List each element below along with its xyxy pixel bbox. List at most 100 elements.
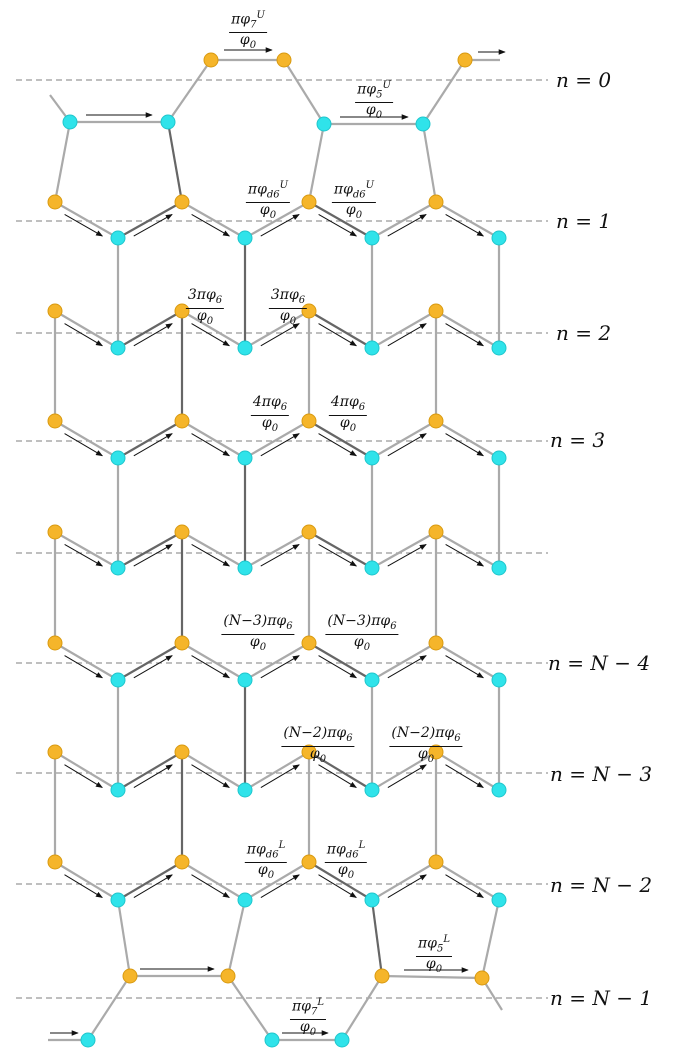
bond-zigzag-11 [308,310,373,349]
bond-top-82 [421,123,438,203]
orange-node-58 [457,52,473,68]
row-label-nN1: n = N − 1 [550,986,653,1010]
cyan-node-51 [237,892,253,908]
cyan-node-53 [364,892,380,908]
current-arrow-33 [387,655,427,679]
orange-node-36 [301,635,317,651]
current-arrow-14 [64,433,103,457]
current-arrow-2 [191,213,231,237]
bond-bottom-87 [227,975,273,1041]
row-label-nN3: n = N − 3 [550,762,653,786]
orange-node-10 [174,303,190,319]
current-arrow-42 [64,874,103,898]
bond-top-81 [307,123,326,203]
bond-zigzag-7 [54,310,119,349]
cyan-node-60 [160,114,176,130]
current-arrow-17 [260,433,300,457]
bond-bottom-88 [341,975,383,1041]
orange-node-38 [428,635,444,651]
cyan-node-35 [237,672,253,688]
bond-zigzag-34 [435,642,500,681]
cyan-node-69 [334,1032,350,1048]
current-arrow-41 [445,764,484,788]
bond-zigzag-27 [435,531,500,569]
current-arrow-37 [191,764,230,788]
orange-node-0 [47,194,63,210]
bond-top-80 [166,121,184,203]
orange-node-20 [301,413,317,429]
current-arrow-0 [64,213,104,237]
cyan-node-11 [237,340,253,356]
orange-node-46 [428,744,444,760]
cyan-node-68 [264,1032,280,1048]
row-label-nN4: n = N − 4 [548,651,651,675]
cyan-node-47 [491,782,507,798]
bond-zigzag-38 [244,751,310,791]
row-label-n0: n = 0 [556,68,612,92]
bond-zigzag-0 [54,201,119,239]
bond-zigzag-26 [371,531,437,569]
orange-node-22 [428,413,444,429]
bond-zigzag-13 [435,310,500,349]
bond-zigzag-33 [371,642,437,681]
cyan-node-13 [364,340,380,356]
bond-zigzag-39 [308,751,373,791]
bond-zigzag-17 [244,420,310,459]
current-arrow-45 [260,874,300,898]
current-arrow-10 [260,323,300,347]
current-arrow-24 [260,543,300,567]
current-arrow-29 [133,655,173,679]
orange-node-40 [47,744,63,760]
orange-node-64 [220,968,236,984]
orange-node-44 [301,744,317,760]
cyan-node-45 [364,782,380,798]
bond-zigzag-30 [181,642,246,681]
current-arrow-34 [445,655,484,679]
cyan-node-61 [316,116,332,132]
orange-node-50 [174,854,190,870]
bond-zigzag-47 [371,861,437,901]
current-arrow-8 [133,323,173,347]
orange-node-34 [174,635,190,651]
current-arrow-40 [387,764,427,788]
bond-zigzag-42 [54,861,119,901]
current-arrow-7 [64,323,103,347]
orange-node-54 [428,854,444,870]
bond-top-79 [53,121,72,203]
bond-zigzag-21 [54,531,119,569]
bond-zigzag-4 [308,201,373,239]
cyan-node-5 [364,230,380,246]
orange-node-28 [301,524,317,540]
bond-zigzag-14 [54,420,119,459]
current-arrow-15 [133,433,173,457]
row-label-nN2: n = N − 2 [550,873,653,897]
cyan-node-37 [364,672,380,688]
bond-zigzag-48 [435,861,500,901]
bond-zigzag-25 [308,531,373,569]
orange-node-66 [474,970,490,986]
bond-zigzag-2 [181,201,246,239]
bond-zigzag-12 [371,310,437,349]
bond-zigzag-1 [117,201,183,239]
current-arrow-11 [318,323,357,347]
current-arrow-46 [318,874,357,898]
orange-node-30 [428,524,444,540]
bond-bottom-86 [87,975,131,1041]
bond-zigzag-41 [435,751,500,791]
current-arrow-36 [133,764,173,788]
bond-zigzag-22 [117,531,183,569]
current-arrow-44 [191,874,230,898]
cyan-node-41 [110,782,126,798]
bond-zigzag-36 [117,751,183,791]
orange-node-42 [174,744,190,760]
cyan-node-9 [110,340,126,356]
